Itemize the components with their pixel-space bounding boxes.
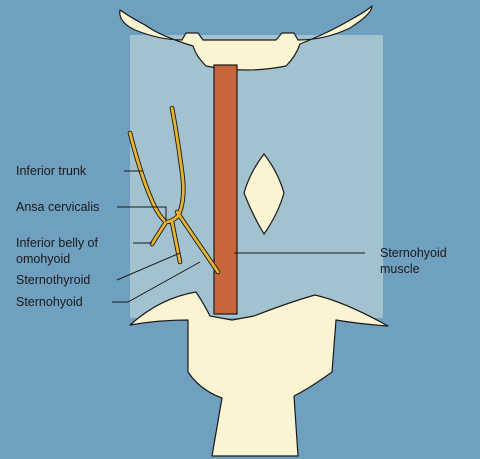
- label-sternohyoid-muscle-line1: Sternohyoid: [380, 246, 447, 260]
- label-sternohyoid-muscle-line2: muscle: [380, 262, 420, 276]
- label-sternohyoid: Sternohyoid: [16, 295, 83, 309]
- nerve-network: [127, 105, 221, 275]
- label-inferior-belly-line1: Inferior belly of: [16, 236, 99, 250]
- sternum: [129, 291, 389, 457]
- sternothyroid-branch-nerve: [170, 220, 182, 264]
- sternohyoid-muscle: [213, 64, 238, 315]
- leader-sternothyroid: [116, 252, 181, 281]
- label-sternothyroid: Sternothyroid: [16, 273, 90, 287]
- leader-ansa-cervicalis: [117, 206, 167, 222]
- leader-lines: [112, 170, 365, 303]
- sternohyoid-branch-nerve: [175, 210, 220, 274]
- inferior-trunk-nerve: [128, 131, 168, 224]
- label-inferior-belly-line2: omohyoid: [16, 252, 70, 266]
- thyroid-cartilage: [243, 153, 285, 236]
- superior-root-nerve: [164, 106, 185, 224]
- omohyoid-branch-nerve: [150, 220, 168, 246]
- hyoid-bone: [119, 5, 373, 71]
- label-inferior-trunk: Inferior trunk: [16, 164, 87, 178]
- leader-sternohyoid: [112, 261, 201, 303]
- label-ansa-cervicalis: Ansa cervicalis: [16, 200, 99, 214]
